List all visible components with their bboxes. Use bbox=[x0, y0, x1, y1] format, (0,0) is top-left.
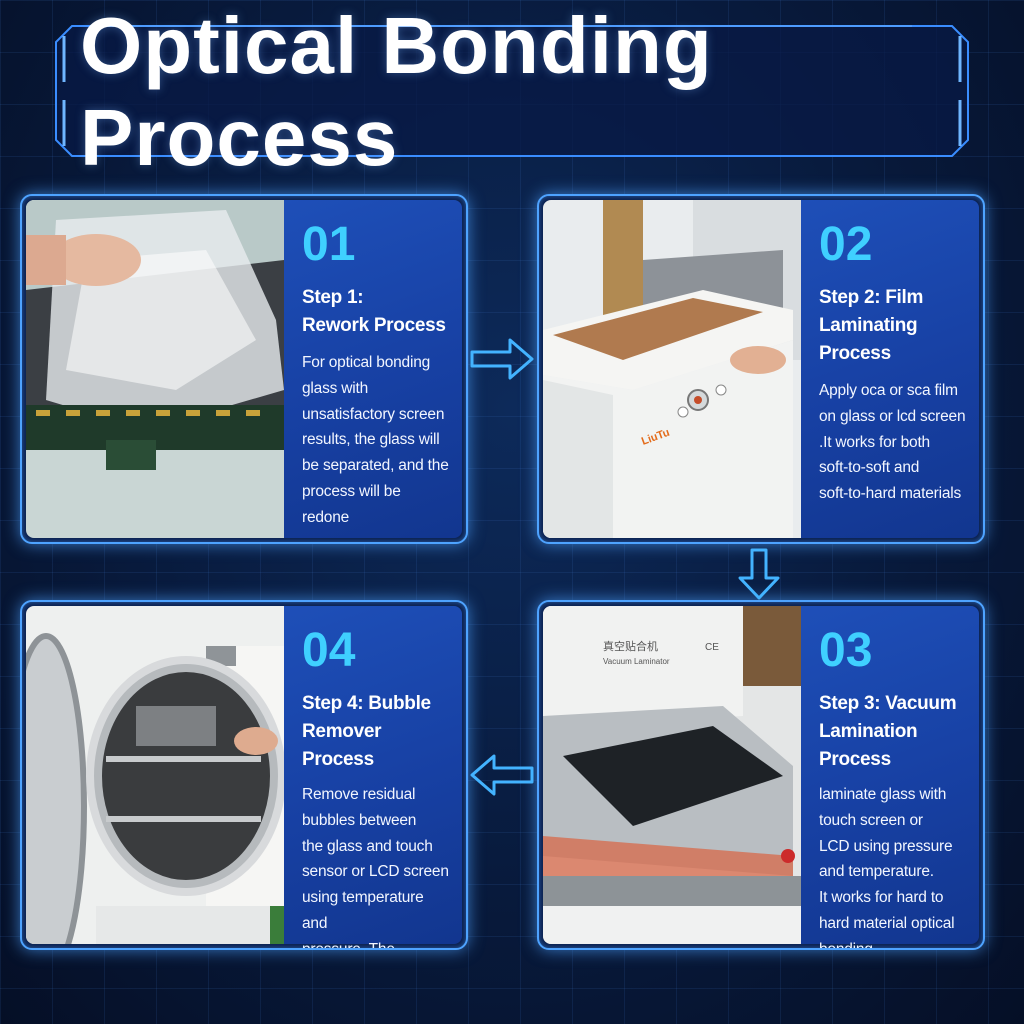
step-description: Remove residual bubbles between the glas… bbox=[302, 786, 449, 950]
step-card-3: 真空贴合机 Vacuum Laminator CE 03 Step 3: Vac… bbox=[537, 600, 985, 950]
step-title: Step 1: Rework Process bbox=[302, 287, 446, 336]
step-title: Step 2: Film Laminating Process bbox=[819, 287, 924, 364]
step-description: laminate glass with touch screen or LCD … bbox=[819, 786, 955, 950]
ce-mark: CE bbox=[705, 642, 719, 653]
step-title: Step 3: Vacuum Lamination Process bbox=[819, 693, 957, 770]
step-title: Step 4: Bubble Remover Process bbox=[302, 693, 431, 770]
step-4-panel: 04 Step 4: Bubble Remover Process Remove… bbox=[284, 606, 462, 948]
step-description: For optical bonding glass with unsatisfa… bbox=[302, 354, 449, 526]
step-card-1: 01 Step 1: Rework Process For optical bo… bbox=[20, 194, 468, 544]
film-laminating-photo: LiuTu bbox=[543, 200, 801, 538]
bubble-remover-photo bbox=[26, 606, 284, 944]
machine-sign-cn: 真空贴合机 bbox=[603, 639, 658, 653]
step-card-4: 04 Step 4: Bubble Remover Process Remove… bbox=[20, 600, 468, 950]
step-1-panel: 01 Step 1: Rework Process For optical bo… bbox=[284, 200, 462, 538]
arrow-left-icon bbox=[470, 754, 534, 796]
arrow-down-icon bbox=[738, 548, 780, 600]
step-2-panel: 02 Step 2: Film Laminating Process Apply… bbox=[801, 200, 979, 538]
step-card-2: LiuTu 02 Step 2: Film Laminating Process… bbox=[537, 194, 985, 544]
machine-sign-en: Vacuum Laminator bbox=[603, 657, 670, 666]
arrow-right-icon bbox=[470, 338, 534, 380]
step-number: 01 bbox=[302, 218, 356, 271]
rework-photo bbox=[26, 200, 284, 538]
title-frame bbox=[55, 25, 969, 157]
step-number: 03 bbox=[819, 624, 873, 677]
step-number: 02 bbox=[819, 218, 873, 271]
step-description: Apply oca or sca film on glass or lcd sc… bbox=[819, 382, 966, 503]
page-title: Optical Bonding Process bbox=[80, 1, 713, 182]
step-3-panel: 03 Step 3: Vacuum Lamination Process lam… bbox=[801, 606, 979, 948]
vacuum-lamination-photo: 真空贴合机 Vacuum Laminator CE bbox=[543, 606, 801, 944]
step-number: 04 bbox=[302, 624, 356, 677]
